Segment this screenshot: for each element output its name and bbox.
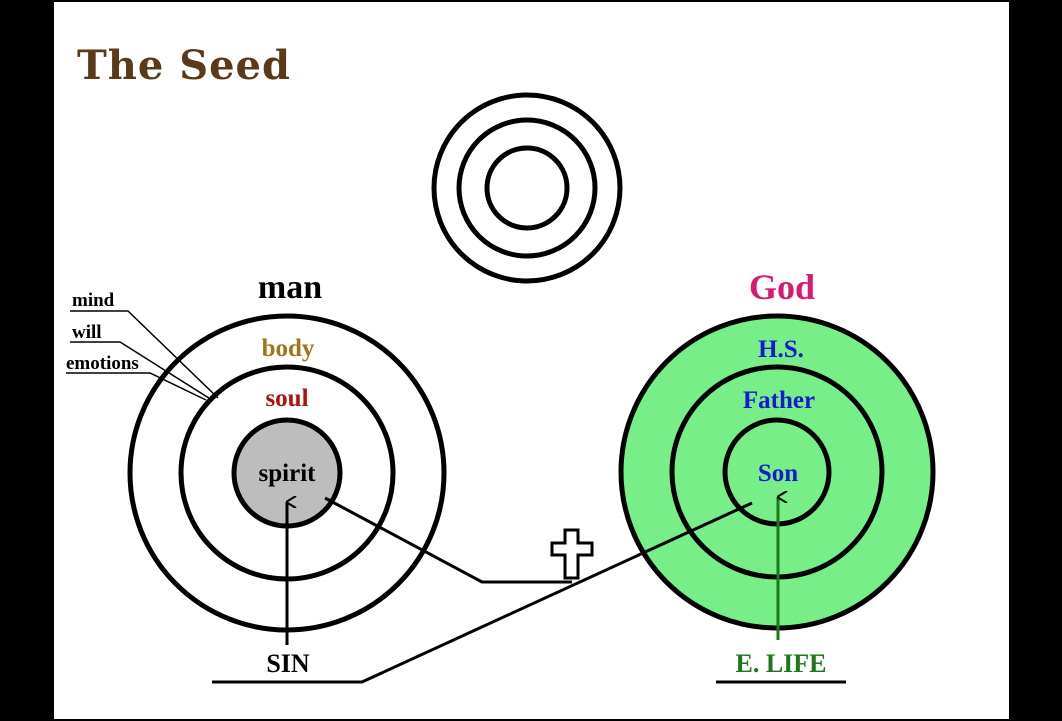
soul-label: soul <box>265 385 308 412</box>
spirit-label: spirit <box>259 460 317 487</box>
elife-label: E. LIFE <box>735 649 826 678</box>
emotions-label: emotions <box>66 353 139 374</box>
man-circles <box>127 313 447 633</box>
hs-label: H.S. <box>758 336 804 363</box>
sin-to-son-line <box>212 501 753 684</box>
callout-lines <box>66 310 219 401</box>
will-label: will <box>72 322 102 343</box>
cross-icon <box>550 528 594 580</box>
son-label: Son <box>758 460 798 487</box>
sin-label: SIN <box>266 649 310 678</box>
body-label: body <box>262 335 315 362</box>
father-label: Father <box>743 387 815 414</box>
mind-label: mind <box>72 290 115 311</box>
page-title: The Seed <box>77 42 291 89</box>
top-concentric-circles <box>431 92 623 284</box>
man-heading: man <box>258 269 322 306</box>
god-heading: God <box>749 267 815 307</box>
spirit-to-cross-line <box>324 496 572 584</box>
god-circles <box>618 313 936 631</box>
